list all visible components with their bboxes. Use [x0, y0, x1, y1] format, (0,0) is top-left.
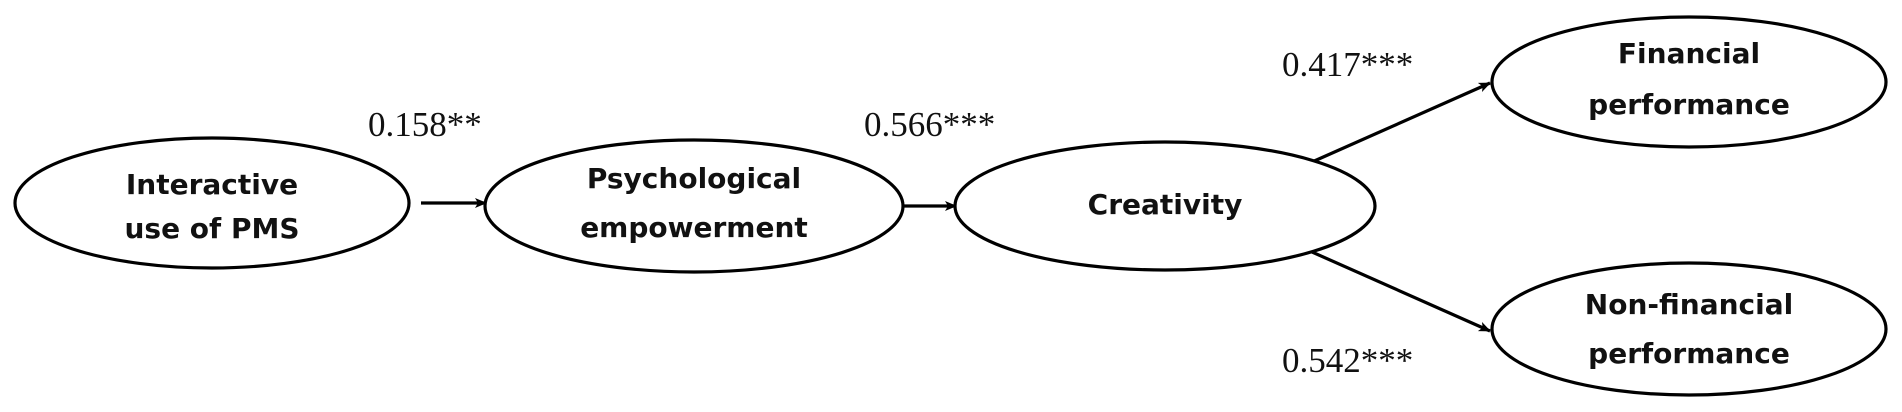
node-label-line: Creativity — [1088, 188, 1243, 221]
node-non-financial-performance: Non-financial performance — [1490, 261, 1888, 397]
node-label-line: Psychological — [587, 162, 801, 195]
node-psychological-empowerment: Psychological empowerment — [483, 138, 905, 274]
coef-empowerment-to-creativity: 0.566*** — [864, 105, 995, 144]
edge-creativity-to-nonfinancial — [1311, 250, 1491, 333]
node-label-line: performance — [1588, 337, 1790, 370]
edge-creativity-to-financial — [1311, 81, 1491, 164]
node-label-line: empowerment — [580, 211, 808, 244]
node-label-line: use of PMS — [124, 212, 299, 245]
node-label-line: performance — [1588, 88, 1790, 121]
node-financial-performance: Financial performance — [1490, 15, 1888, 149]
node-label-line: Interactive — [126, 168, 298, 201]
node-interactive-use-of-pms: Interactive use of PMS — [13, 136, 411, 270]
node-label-line: Non-financial — [1585, 288, 1793, 321]
coef-pms-to-empowerment: 0.158** — [368, 105, 482, 144]
coef-creativity-to-nonfinancial: 0.542*** — [1282, 341, 1413, 380]
node-label-line: Financial — [1618, 37, 1760, 70]
coef-creativity-to-financial: 0.417*** — [1282, 45, 1413, 84]
node-creativity: Creativity — [953, 140, 1377, 272]
